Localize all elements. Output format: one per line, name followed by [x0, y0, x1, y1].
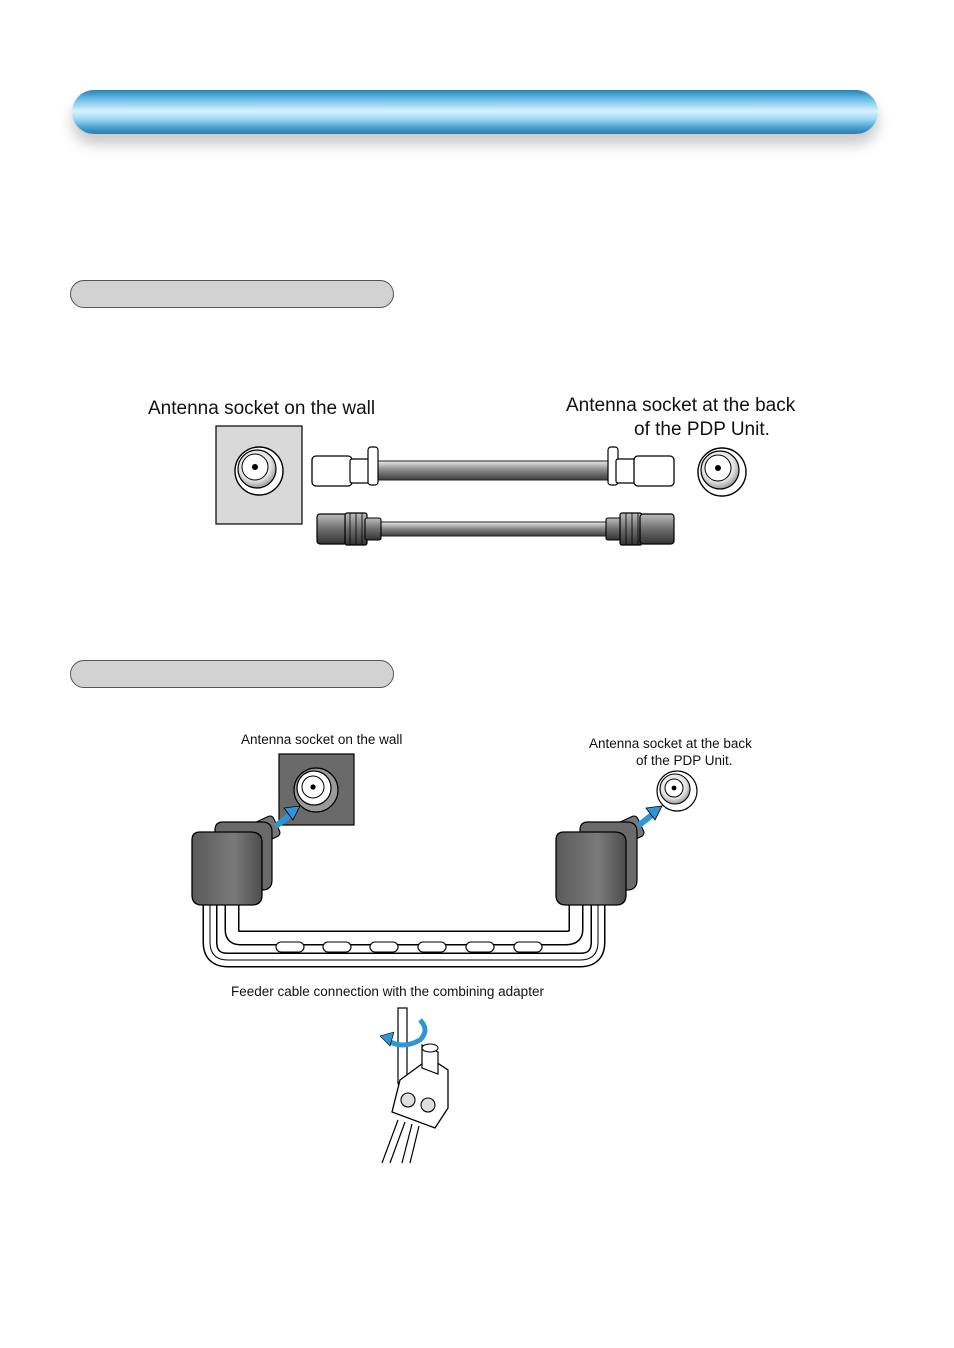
wall-socket-label: Antenna socket on the wall — [148, 398, 376, 419]
header-banner — [72, 90, 878, 134]
screwdriver-adapter-detail — [379, 1007, 449, 1164]
pdp-socket-label-line2: of the PDP Unit. — [634, 419, 770, 440]
pdp-socket-label-line1: Antenna socket at the back — [566, 395, 796, 416]
pdp-socket-label-2-line1: Antenna socket at the back — [589, 736, 752, 751]
section2-heading-pill — [70, 660, 394, 688]
wall-socket-plate — [215, 425, 303, 525]
left-combining-adapter — [191, 815, 281, 906]
section1-heading-pill — [70, 280, 394, 308]
wall-socket-plate-2 — [278, 753, 355, 826]
right-combining-adapter — [555, 815, 645, 906]
pdp-socket-2 — [656, 770, 698, 812]
insert-arrow-right — [636, 805, 663, 829]
pdp-socket — [697, 447, 747, 497]
insert-arrow-left — [274, 805, 301, 829]
feeder-cable-loop — [202, 895, 606, 968]
wall-socket-label-2: Antenna socket on the wall — [241, 732, 403, 747]
coax-cable-white-connectors — [311, 446, 675, 487]
adapter-caption: Feeder cable connection with the combini… — [231, 984, 544, 999]
coax-cable-dark-connectors — [316, 512, 675, 546]
pdp-socket-label-2-line2: of the PDP Unit. — [636, 753, 733, 768]
